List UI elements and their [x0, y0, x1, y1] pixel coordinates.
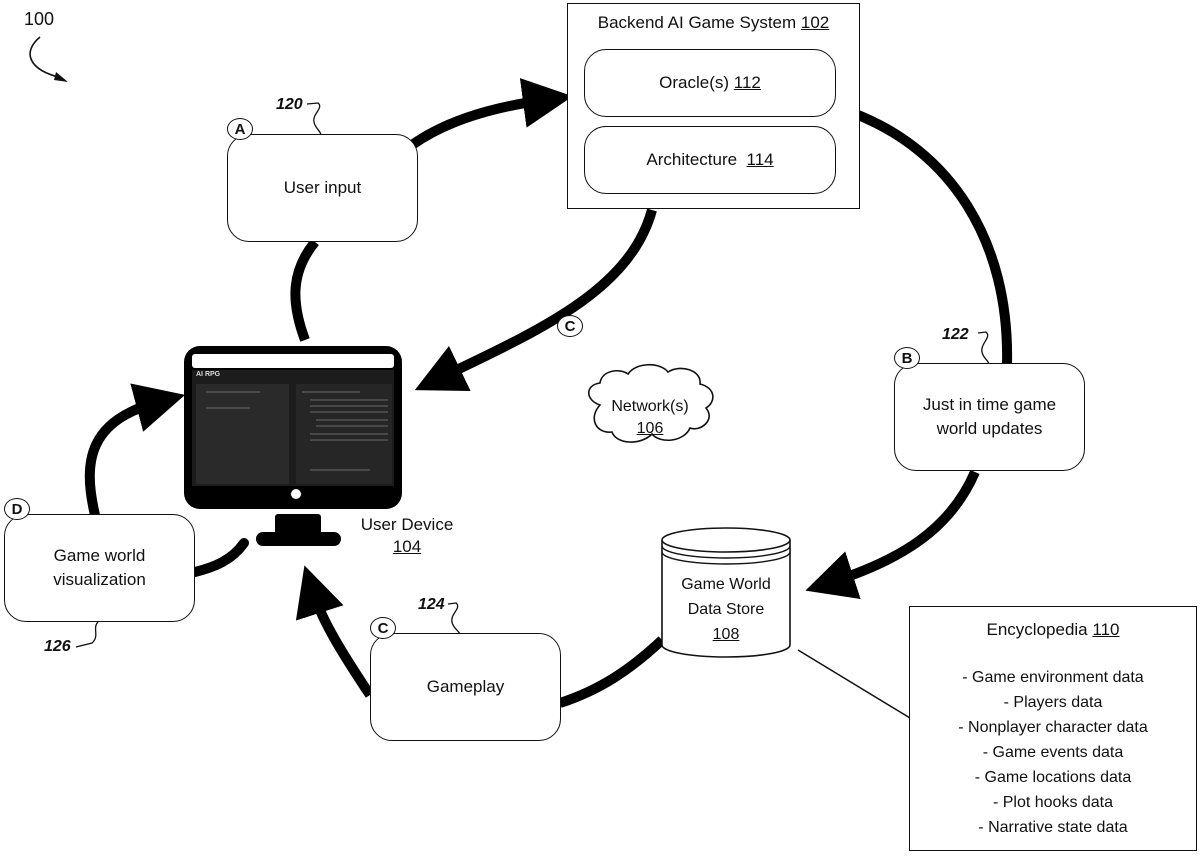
encyclopedia-item: - Game environment data — [910, 665, 1196, 690]
architecture-ref: 114 — [747, 148, 774, 172]
ref-122: 122 — [942, 326, 969, 344]
visualization-line1: Game world — [53, 544, 146, 568]
data-store-line2: Data Store — [662, 597, 790, 622]
ref-leader-122 — [978, 332, 989, 364]
encyclopedia-ref: 110 — [1092, 620, 1119, 639]
figure-ref-arrowhead — [54, 72, 68, 82]
jit-line2: world updates — [923, 417, 1056, 441]
network-label: Network(s) 106 — [600, 396, 700, 440]
step-tag-d: D — [4, 498, 30, 520]
flow-line-backend-to-jit — [853, 113, 1007, 365]
step-tag-c: C — [370, 617, 396, 639]
backend-title-text: Backend AI Game System — [598, 13, 796, 32]
encyclopedia-title: Encyclopedia 110 — [910, 619, 1196, 641]
backend-ref: 102 — [801, 13, 829, 32]
oracle-component[interactable]: Oracle(s) 112 — [584, 49, 836, 117]
gameplay-label: Gameplay — [427, 675, 504, 699]
network-text: Network(s) — [600, 396, 700, 418]
figure-ref-label: 100 — [24, 8, 54, 30]
network-ref: 106 — [600, 418, 700, 440]
oracle-label: Oracle(s) — [659, 71, 729, 95]
oracle-ref: 112 — [734, 71, 761, 95]
data-store-label: Game World Data Store 108 — [662, 572, 790, 647]
encyclopedia-item: - Game locations data — [910, 765, 1196, 790]
ref-124: 124 — [418, 596, 445, 614]
ref-leader-120 — [307, 103, 321, 135]
jit-line1: Just in time game — [923, 393, 1056, 417]
flow-arrow-user-input-to-backend — [412, 100, 545, 145]
datastore-encyclopedia-connector — [798, 650, 910, 718]
flow-arrow-visualization-to-device — [90, 402, 158, 515]
encyclopedia-box[interactable]: Encyclopedia 110 - Game environment data… — [909, 606, 1197, 851]
gameplay-step[interactable]: Gameplay — [370, 633, 561, 741]
ref-leader-124 — [448, 603, 460, 634]
flow-arrow-jit-to-datastore — [832, 472, 975, 582]
flow-line-datastore-to-gameplay — [560, 640, 662, 703]
figure-ref-arrow — [30, 37, 62, 78]
user-input-step[interactable]: User input — [227, 134, 418, 242]
flow-line-device-to-visualization — [195, 543, 244, 572]
encyclopedia-item: - Plot hooks data — [910, 790, 1196, 815]
screen-app-title: AI RPG — [196, 371, 220, 378]
step-tag-a: A — [227, 118, 253, 140]
user-device-ref: 104 — [352, 536, 462, 558]
jit-updates-step[interactable]: Just in time gameworld updates — [894, 363, 1085, 471]
encyclopedia-item: - Nonplayer character data — [910, 715, 1196, 740]
visualization-step[interactable]: Game worldvisualization — [4, 514, 195, 622]
step-tag-b: B — [894, 347, 920, 369]
flow-arrow-backend-to-device — [440, 210, 652, 378]
encyclopedia-item: - Players data — [910, 690, 1196, 715]
user-input-label: User input — [284, 176, 361, 200]
encyclopedia-title-text: Encyclopedia — [987, 620, 1088, 639]
flow-line-device-to-user-input — [295, 242, 315, 340]
ref-126: 126 — [44, 638, 71, 656]
data-store-ref: 108 — [662, 622, 790, 647]
data-store-line1: Game World — [662, 572, 790, 597]
encyclopedia-item: - Game events data — [910, 740, 1196, 765]
encyclopedia-list: - Game environment data - Players data -… — [910, 665, 1196, 840]
ref-leader-126 — [76, 622, 98, 647]
architecture-label: Architecture — [646, 148, 737, 172]
ref-120: 120 — [276, 96, 303, 114]
flow-arrow-gameplay-to-device — [313, 592, 370, 695]
encyclopedia-item: - Narrative state data — [910, 815, 1196, 840]
visualization-line2: visualization — [53, 568, 146, 592]
architecture-component[interactable]: Architecture 114 — [584, 126, 836, 194]
user-device-text: User Device — [352, 514, 462, 536]
user-device-label: User Device 104 — [352, 514, 462, 558]
backend-ai-game-system[interactable]: Backend AI Game System 102 Oracle(s) 112… — [567, 3, 860, 209]
step-tag-c-return: C — [557, 315, 583, 337]
backend-title: Backend AI Game System 102 — [568, 12, 859, 34]
